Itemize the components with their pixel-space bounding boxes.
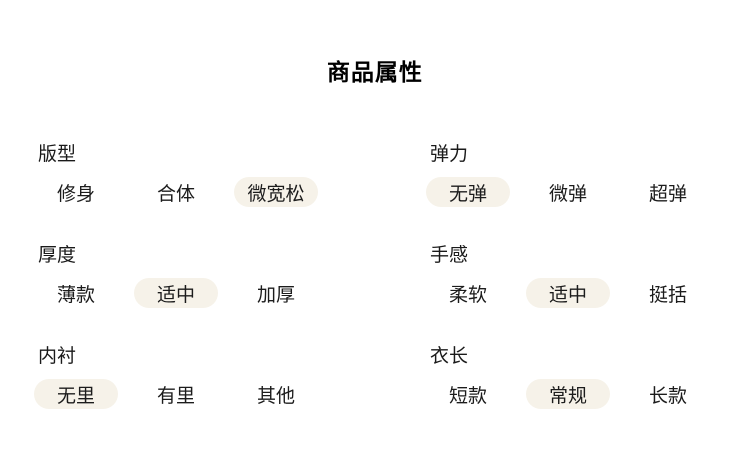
group-label-thickness: 厚度 bbox=[38, 245, 77, 266]
group-label-length: 衣长 bbox=[430, 346, 469, 367]
option-lining-3[interactable]: 其他 bbox=[256, 385, 295, 407]
option-length-2[interactable]: 常规 bbox=[526, 379, 610, 409]
option-thickness-3[interactable]: 加厚 bbox=[256, 284, 295, 306]
group-options-fit: 修身 合体 微宽松 bbox=[34, 177, 430, 207]
attribute-group-lining: 内衬 无里 有里 其他 bbox=[34, 344, 430, 409]
option-feel-1[interactable]: 柔软 bbox=[448, 284, 487, 306]
attribute-group-elasticity: 弹力 无弹 微弹 超弹 bbox=[426, 142, 714, 207]
group-options-lining: 无里 有里 其他 bbox=[34, 379, 430, 409]
group-label-lining: 内衬 bbox=[38, 346, 77, 367]
group-label-elasticity: 弹力 bbox=[430, 144, 469, 165]
page-title: 商品属性 bbox=[327, 59, 423, 85]
group-options-feel: 柔软 适中 挺括 bbox=[426, 278, 714, 308]
option-feel-3[interactable]: 挺括 bbox=[648, 284, 687, 306]
option-fit-2[interactable]: 合体 bbox=[156, 183, 195, 205]
attribute-group-fit: 版型 修身 合体 微宽松 bbox=[38, 142, 430, 207]
attribute-group-feel: 手感 柔软 适中 挺括 bbox=[430, 243, 714, 308]
option-elasticity-3[interactable]: 超弹 bbox=[648, 183, 687, 205]
group-options-thickness: 薄款 适中 加厚 bbox=[34, 278, 430, 308]
option-feel-2[interactable]: 适中 bbox=[526, 278, 610, 308]
option-lining-1[interactable]: 无里 bbox=[34, 379, 118, 409]
option-elasticity-2[interactable]: 微弹 bbox=[548, 183, 587, 205]
option-thickness-2[interactable]: 适中 bbox=[134, 278, 218, 308]
group-label-feel: 手感 bbox=[430, 245, 469, 266]
option-thickness-1[interactable]: 薄款 bbox=[56, 284, 95, 306]
attribute-group-length: 衣长 短款 常规 长款 bbox=[430, 344, 714, 409]
option-elasticity-1[interactable]: 无弹 bbox=[426, 177, 510, 207]
attribute-groups: 版型 修身 合体 微宽松 弹力 无弹 微弹 超弹 厚度 薄款 适中 加厚 bbox=[34, 142, 750, 409]
option-length-1[interactable]: 短款 bbox=[448, 385, 487, 407]
option-length-3[interactable]: 长款 bbox=[648, 385, 687, 407]
option-fit-1[interactable]: 修身 bbox=[56, 183, 95, 205]
group-options-elasticity: 无弹 微弹 超弹 bbox=[426, 177, 714, 207]
group-label-fit: 版型 bbox=[38, 144, 77, 165]
option-lining-2[interactable]: 有里 bbox=[156, 385, 195, 407]
option-fit-3[interactable]: 微宽松 bbox=[234, 177, 318, 207]
group-options-length: 短款 常规 长款 bbox=[426, 379, 714, 409]
attribute-group-thickness: 厚度 薄款 适中 加厚 bbox=[38, 243, 430, 308]
